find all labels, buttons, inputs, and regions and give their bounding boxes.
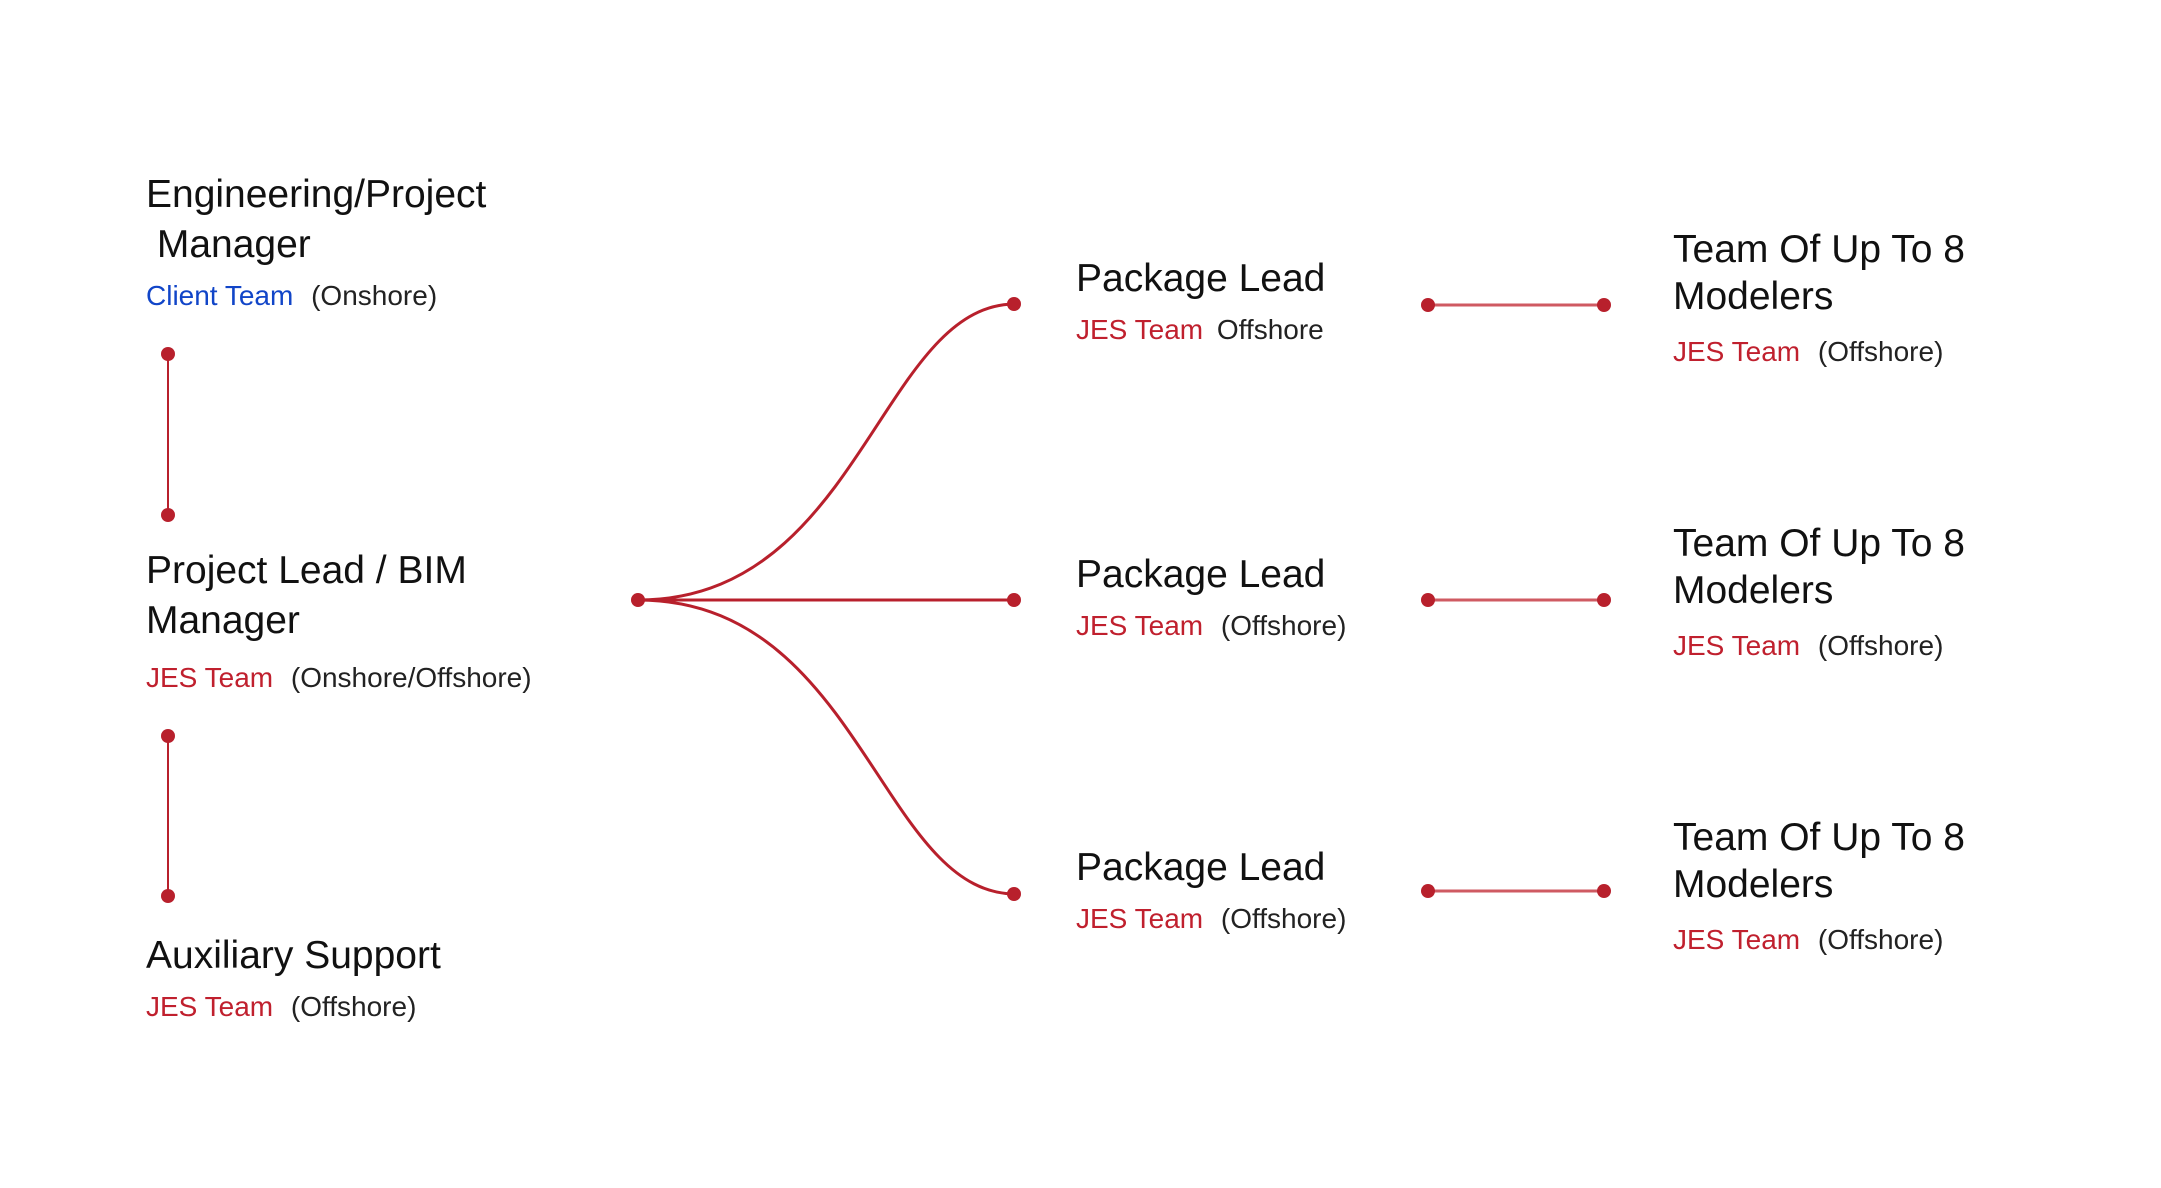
location-label: (Onshore) bbox=[311, 280, 438, 311]
title-line: Manager bbox=[146, 599, 300, 642]
node-title: Team Of Up To 8 Modelers bbox=[1673, 814, 1965, 908]
title-line: Engineering/Project bbox=[146, 173, 487, 216]
node-package-lead-3: Package Lead JES Team (Offshore) bbox=[1076, 843, 1346, 937]
node-modeler-team-2: Team Of Up To 8 Modelers JES Team (Offsh… bbox=[1673, 520, 1965, 664]
team-label: JES Team bbox=[1673, 336, 1801, 367]
connector-endpoint-dot bbox=[161, 347, 175, 361]
connector-lead-to-package-3 bbox=[636, 598, 1016, 896]
location-label: Offshore bbox=[1216, 314, 1324, 345]
node-title: Team Of Up To 8 Modelers bbox=[1673, 520, 1965, 614]
connector-lead-to-package-1 bbox=[636, 302, 1016, 602]
team-label: JES Team bbox=[1673, 630, 1801, 661]
location-label: (Offshore) bbox=[1220, 903, 1347, 934]
title-line: Modelers bbox=[1673, 863, 1834, 906]
connector-endpoint-dot bbox=[1007, 887, 1021, 901]
node-title: Project Lead / BIM Manager bbox=[146, 546, 532, 646]
connector-endpoint-dot bbox=[161, 508, 175, 522]
node-subtitle: Client Team (Onshore) bbox=[146, 278, 486, 314]
node-modeler-team-1: Team Of Up To 8 Modelers JES Team (Offsh… bbox=[1673, 226, 1965, 370]
connector-endpoint-dot bbox=[1597, 298, 1611, 312]
location-label: (Offshore) bbox=[1220, 610, 1347, 641]
connector-endpoint-dot bbox=[1597, 884, 1611, 898]
title-line: Team Of Up To 8 bbox=[1673, 228, 1965, 271]
team-label: JES Team bbox=[1673, 924, 1801, 955]
team-label: JES Team bbox=[1076, 610, 1204, 641]
node-subtitle: JES Team (Onshore/Offshore) bbox=[146, 660, 532, 696]
connector-endpoint-dot bbox=[1007, 297, 1021, 311]
connector-endpoint-dot bbox=[1421, 593, 1435, 607]
title-line: Manager bbox=[146, 223, 311, 266]
connector-endpoint-dot bbox=[1421, 298, 1435, 312]
node-subtitle: JES Team (Offshore) bbox=[1673, 922, 1965, 958]
team-label: JES Team bbox=[1076, 314, 1204, 345]
title-line: Modelers bbox=[1673, 275, 1834, 318]
node-project-lead: Project Lead / BIM Manager JES Team (Ons… bbox=[146, 546, 532, 696]
location-label: (Offshore) bbox=[1817, 336, 1944, 367]
node-engineering-manager: Engineering/Project Manager Client Team … bbox=[146, 170, 486, 314]
node-title: Engineering/Project Manager bbox=[146, 170, 486, 270]
node-auxiliary-support: Auxiliary Support JES Team (Offshore) bbox=[146, 931, 441, 1025]
location-label: (Onshore/Offshore) bbox=[290, 662, 532, 693]
connector-endpoint-dot bbox=[161, 729, 175, 743]
node-subtitle: JES Team (Offshore) bbox=[146, 989, 441, 1025]
node-title: Package Lead bbox=[1076, 553, 1326, 596]
title-line: Modelers bbox=[1673, 569, 1834, 612]
node-title: Package Lead bbox=[1076, 846, 1326, 889]
location-label: (Offshore) bbox=[1817, 924, 1944, 955]
node-subtitle: JES Team (Offshore) bbox=[1673, 334, 1965, 370]
node-title: Team Of Up To 8 Modelers bbox=[1673, 226, 1965, 320]
team-label: Client Team bbox=[146, 280, 294, 311]
node-subtitle: JES Team (Offshore) bbox=[1076, 608, 1346, 644]
team-label: JES Team bbox=[146, 662, 274, 693]
node-subtitle: JES Team (Offshore) bbox=[1673, 628, 1965, 664]
title-line: Team Of Up To 8 bbox=[1673, 816, 1965, 859]
connector-endpoint-dot bbox=[1007, 593, 1021, 607]
node-modeler-team-3: Team Of Up To 8 Modelers JES Team (Offsh… bbox=[1673, 814, 1965, 958]
node-title: Auxiliary Support bbox=[146, 931, 441, 981]
node-package-lead-1: Package Lead JES Team Offshore bbox=[1076, 254, 1325, 348]
connector-origin-dot bbox=[631, 593, 645, 607]
node-subtitle: JES Team Offshore bbox=[1076, 312, 1325, 348]
connector-endpoint-dot bbox=[161, 889, 175, 903]
team-label: JES Team bbox=[146, 991, 274, 1022]
location-label: (Offshore) bbox=[1817, 630, 1944, 661]
title-line: Project Lead / BIM bbox=[146, 549, 467, 592]
title-line: Auxiliary Support bbox=[146, 934, 441, 977]
node-package-lead-2: Package Lead JES Team (Offshore) bbox=[1076, 550, 1346, 644]
node-subtitle: JES Team (Offshore) bbox=[1076, 901, 1346, 937]
node-title: Package Lead bbox=[1076, 257, 1326, 300]
team-label: JES Team bbox=[1076, 903, 1204, 934]
connector-endpoint-dot bbox=[1421, 884, 1435, 898]
title-line: Team Of Up To 8 bbox=[1673, 522, 1965, 565]
location-label: (Offshore) bbox=[290, 991, 417, 1022]
connector-endpoint-dot bbox=[1597, 593, 1611, 607]
